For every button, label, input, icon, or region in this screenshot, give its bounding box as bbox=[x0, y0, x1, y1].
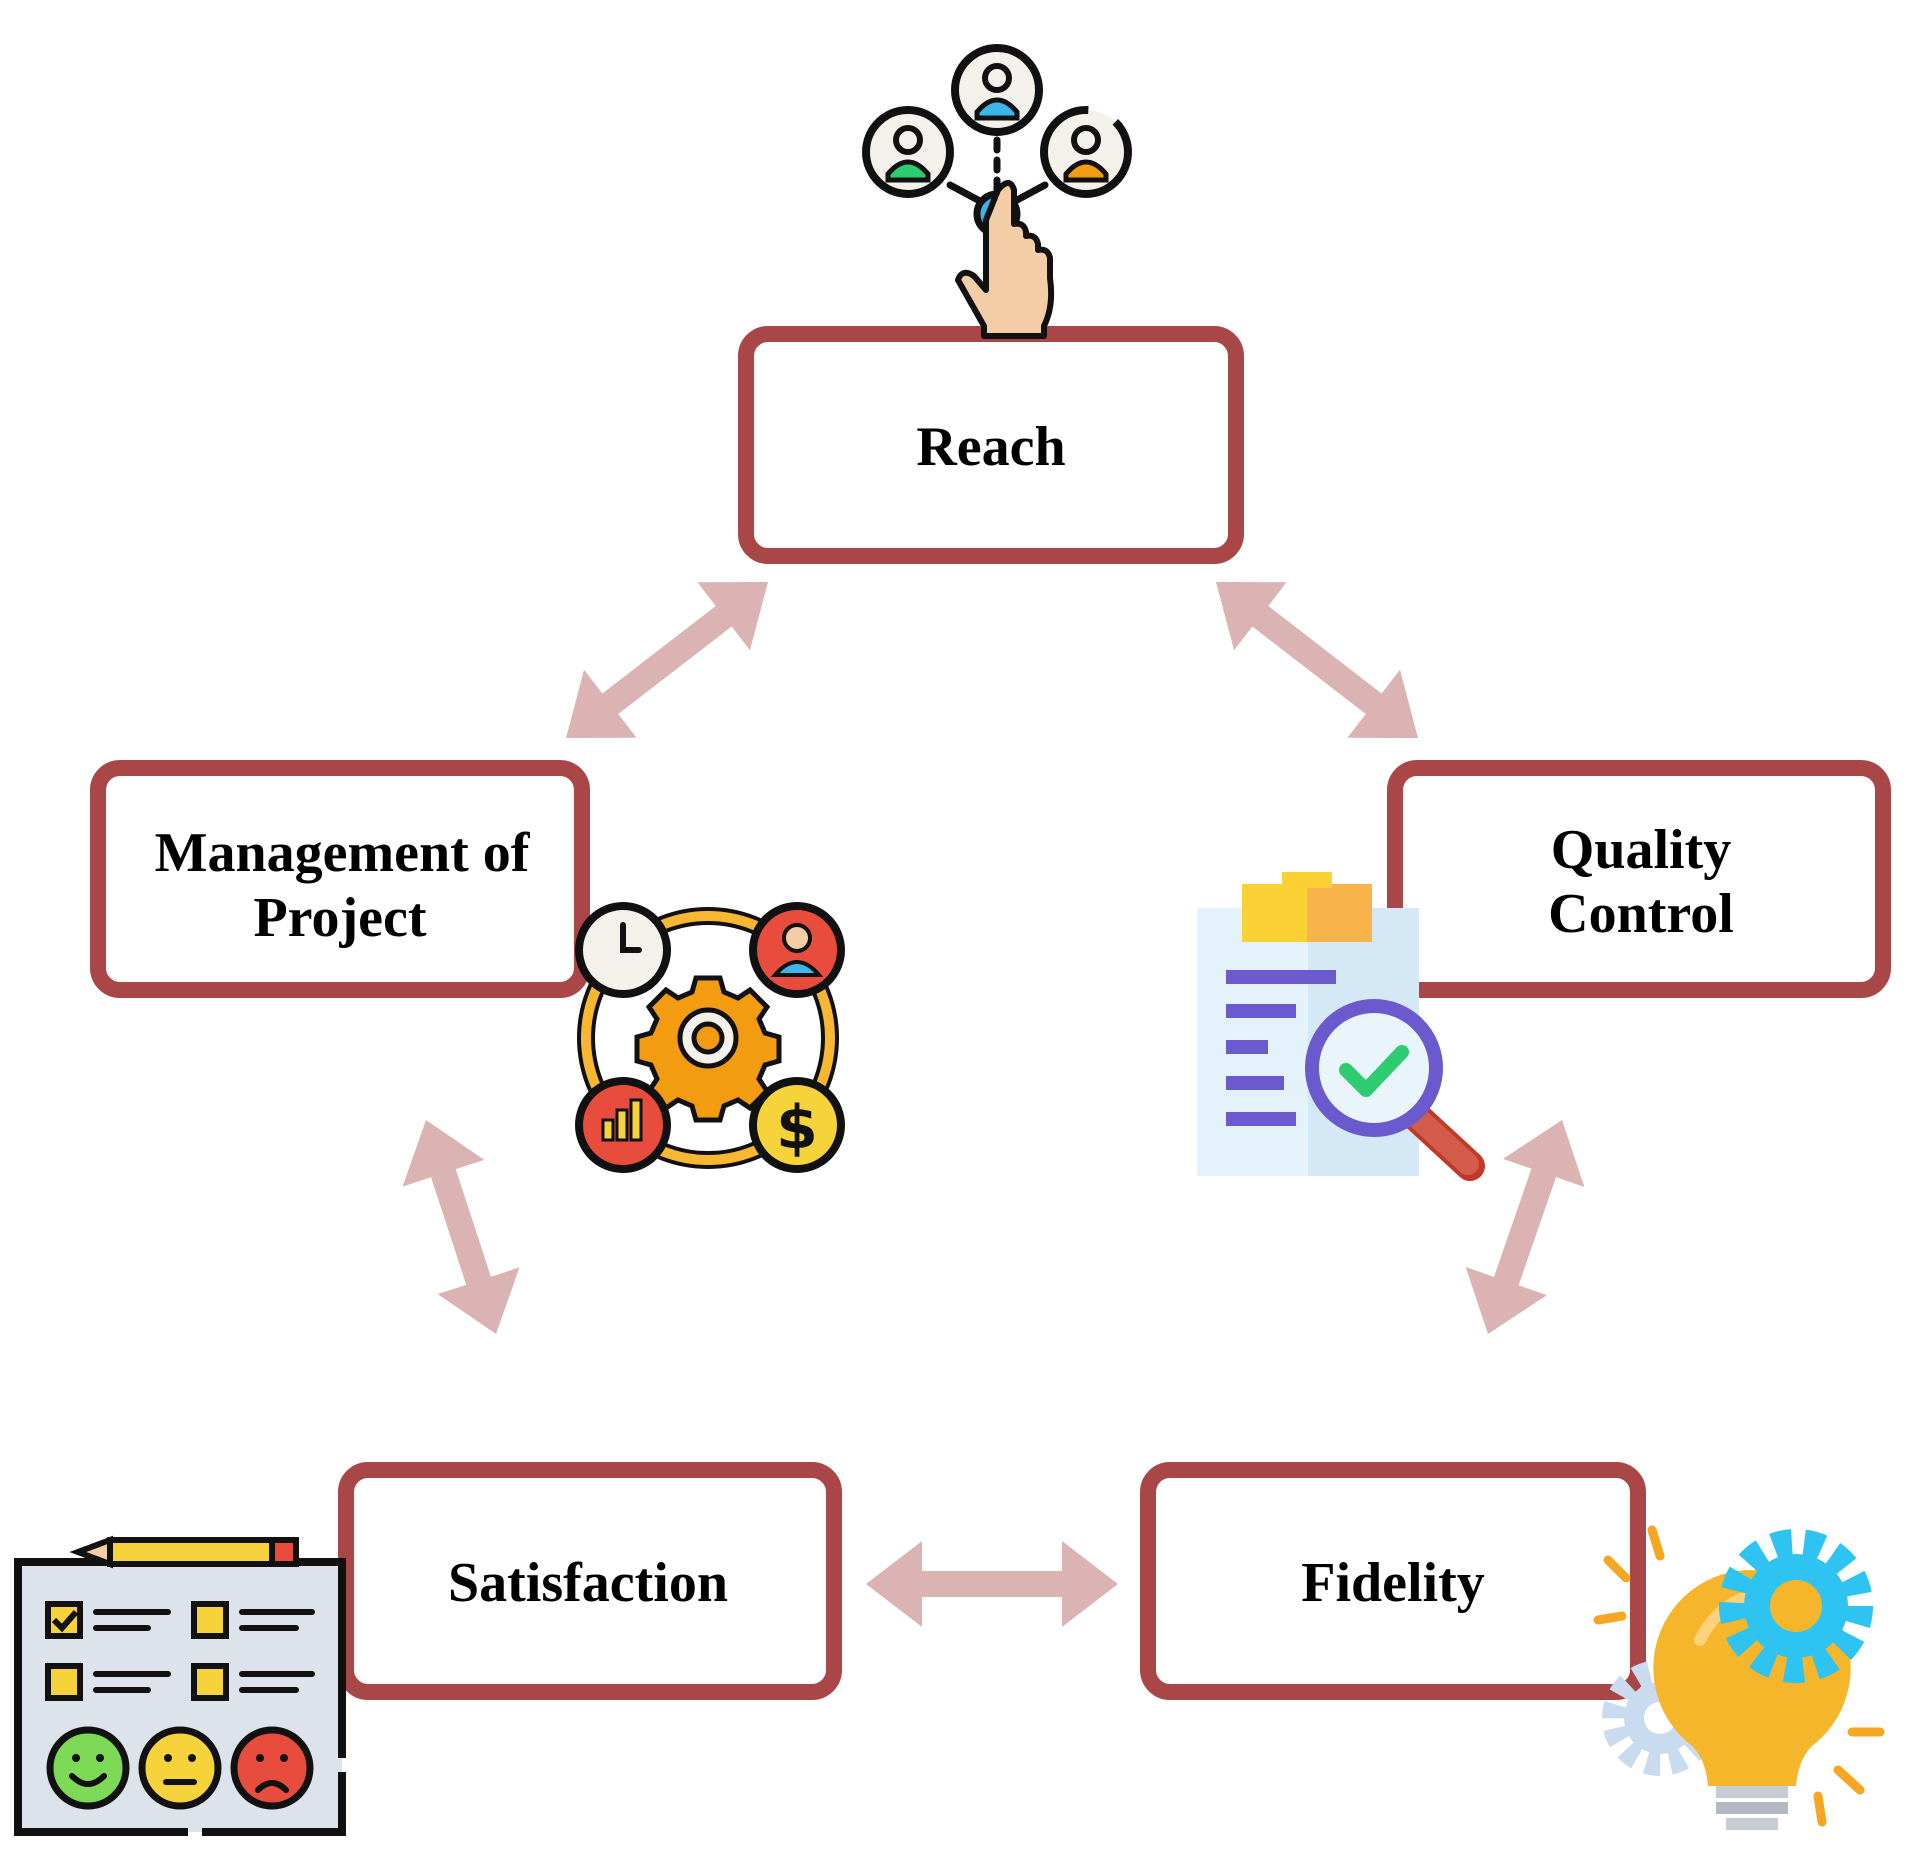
node-reach-label: Reach bbox=[916, 416, 1065, 478]
arrow-quality-fidelity bbox=[1465, 1120, 1585, 1335]
arrow-reach-quality bbox=[1216, 582, 1418, 739]
people-network-hand-icon bbox=[862, 44, 1132, 339]
arrow-reach-management bbox=[565, 582, 768, 738]
node-fidelity: Fidelity bbox=[1140, 1462, 1646, 1700]
node-reach: Reach bbox=[738, 326, 1244, 564]
node-management-label-line1: Management of bbox=[155, 822, 531, 884]
arrow-management-satisfaction bbox=[402, 1120, 520, 1335]
lightbulb-gears-icon bbox=[1593, 1525, 1885, 1830]
project-management-gear-icon: $ bbox=[575, 902, 845, 1173]
node-quality-label-line2: Control bbox=[1548, 883, 1734, 945]
node-management: Management of Project bbox=[90, 760, 590, 998]
clipboard-magnifier-check-icon bbox=[1197, 872, 1485, 1181]
node-management-label-line2: Project bbox=[253, 887, 426, 949]
node-satisfaction-label: Satisfaction bbox=[448, 1552, 728, 1614]
survey-checklist-emoji-icon bbox=[14, 1535, 346, 1836]
connector-arrows bbox=[402, 582, 1585, 1627]
node-fidelity-label: Fidelity bbox=[1301, 1552, 1485, 1614]
node-quality-label-line1: Quality bbox=[1551, 819, 1731, 881]
node-quality: Quality Control bbox=[1387, 760, 1891, 998]
arrow-satisfaction-fidelity bbox=[866, 1541, 1118, 1627]
node-satisfaction: Satisfaction bbox=[338, 1462, 842, 1700]
svg-text:$: $ bbox=[776, 1093, 818, 1163]
